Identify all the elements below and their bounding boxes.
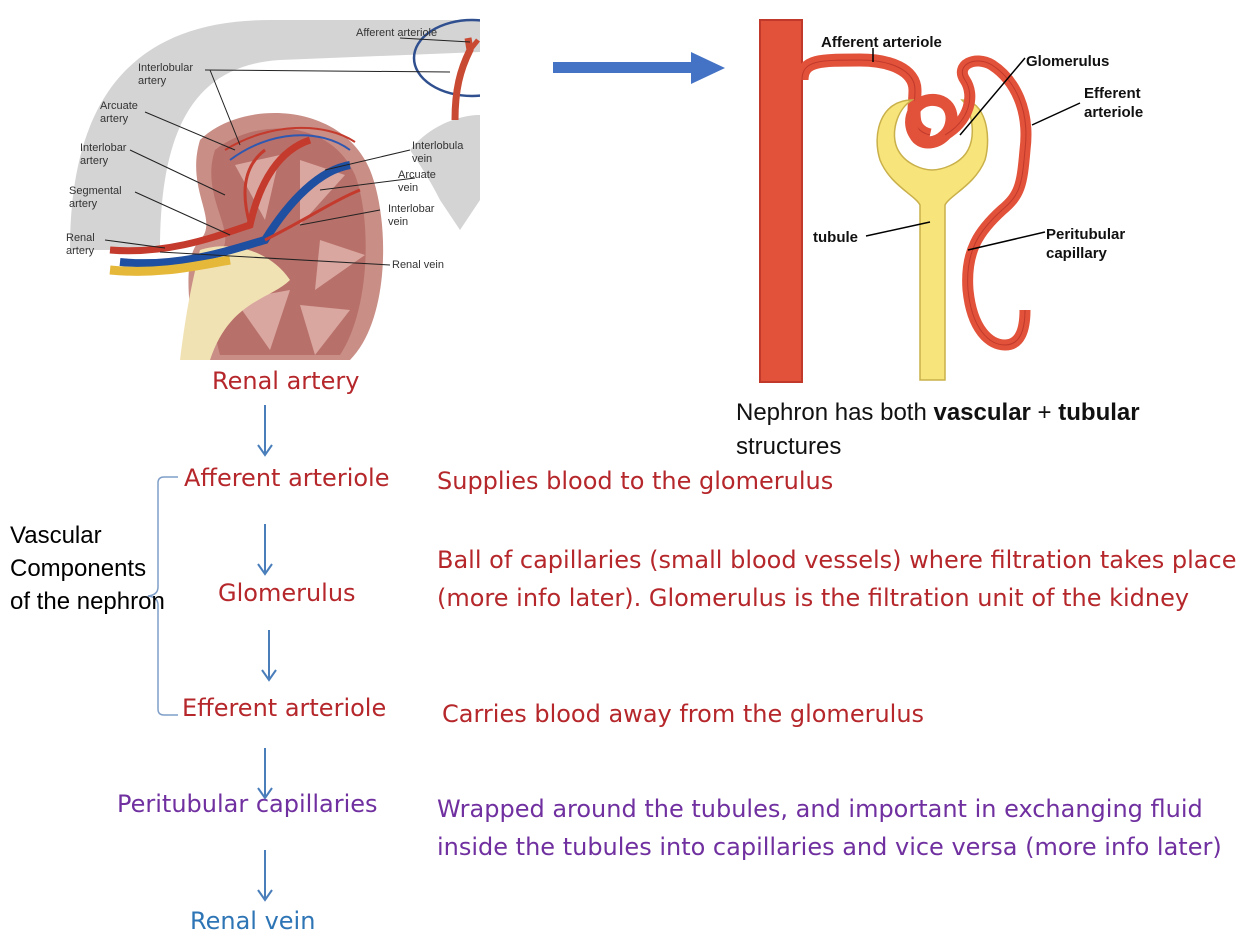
nephron-label-tubule: tubule xyxy=(813,229,858,246)
down-arrow-icon xyxy=(261,630,277,682)
label-interlobar-artery: Interlobar artery xyxy=(80,142,127,167)
caption-plus: + xyxy=(1030,399,1059,426)
caption-bold-vascular: vascular xyxy=(933,399,1031,426)
flow-afferent-arteriole: Afferent arteriole xyxy=(184,464,390,492)
right-arrow-icon xyxy=(553,52,725,84)
flow-peritubular-capillaries: Peritubular capillaries xyxy=(117,790,378,818)
flow-renal-artery: Renal artery xyxy=(212,367,360,395)
label-afferent-arteriole: Afferent arteriole xyxy=(356,27,438,39)
nephron-illustration: Afferent arteriole Glomerulus Efferent a… xyxy=(740,0,1220,385)
nephron-label-glomerulus: Glomerulus xyxy=(1026,53,1110,70)
desc-peritubular: Wrapped around the tubules, and importan… xyxy=(437,795,1222,861)
desc-glomerulus: Ball of capillaries (small blood vessels… xyxy=(437,546,1237,612)
down-arrow-icon xyxy=(257,850,273,902)
bracket-icon xyxy=(147,476,178,716)
nephron-label-peritubular-capillary: Peritubular capillary xyxy=(1046,226,1126,262)
desc-afferent: Supplies blood to the glomerulus xyxy=(437,467,834,495)
flow-efferent-arteriole: Efferent arteriole xyxy=(182,694,387,722)
label-segmental-artery: Segmental artery xyxy=(69,185,122,210)
nephron-label-afferent-arteriole: Afferent arteriole xyxy=(821,34,942,51)
flow-glomerulus: Glomerulus xyxy=(218,579,356,607)
label-arcuate-vein: Arcuate vein xyxy=(398,169,436,194)
bracket-label: Vascular Components of the nephron xyxy=(10,522,165,615)
kidney-illustration: Afferent arteriole Interlobular artery A… xyxy=(50,0,532,360)
down-arrow-icon xyxy=(257,748,273,800)
nephron-caption: Nephron has both vascular + tubular stru… xyxy=(736,396,1236,464)
label-interlobular-artery: Interlobular artery xyxy=(138,62,194,87)
label-renal-artery: Renal artery xyxy=(66,232,95,257)
nephron-drawing xyxy=(759,19,1081,383)
down-arrow-icon xyxy=(257,524,273,576)
flow-renal-vein: Renal vein xyxy=(190,907,316,935)
down-arrow-icon xyxy=(257,405,273,457)
kidney-drawing xyxy=(70,18,532,360)
label-arcuate-artery: Arcuate artery xyxy=(100,100,138,125)
nephron-label-efferent-arteriole: Efferent arteriole xyxy=(1084,85,1144,121)
caption-prefix: Nephron has both xyxy=(736,399,934,426)
caption-bold-tubular: tubular xyxy=(1058,399,1140,426)
label-renal-vein: Renal vein xyxy=(392,259,444,271)
desc-efferent: Carries blood away from the glomerulus xyxy=(442,700,925,728)
label-interlobular-vein: Interlobula vein xyxy=(412,140,464,165)
label-interlobar-vein: Interlobar vein xyxy=(388,203,435,228)
caption-suffix: structures xyxy=(736,433,842,460)
